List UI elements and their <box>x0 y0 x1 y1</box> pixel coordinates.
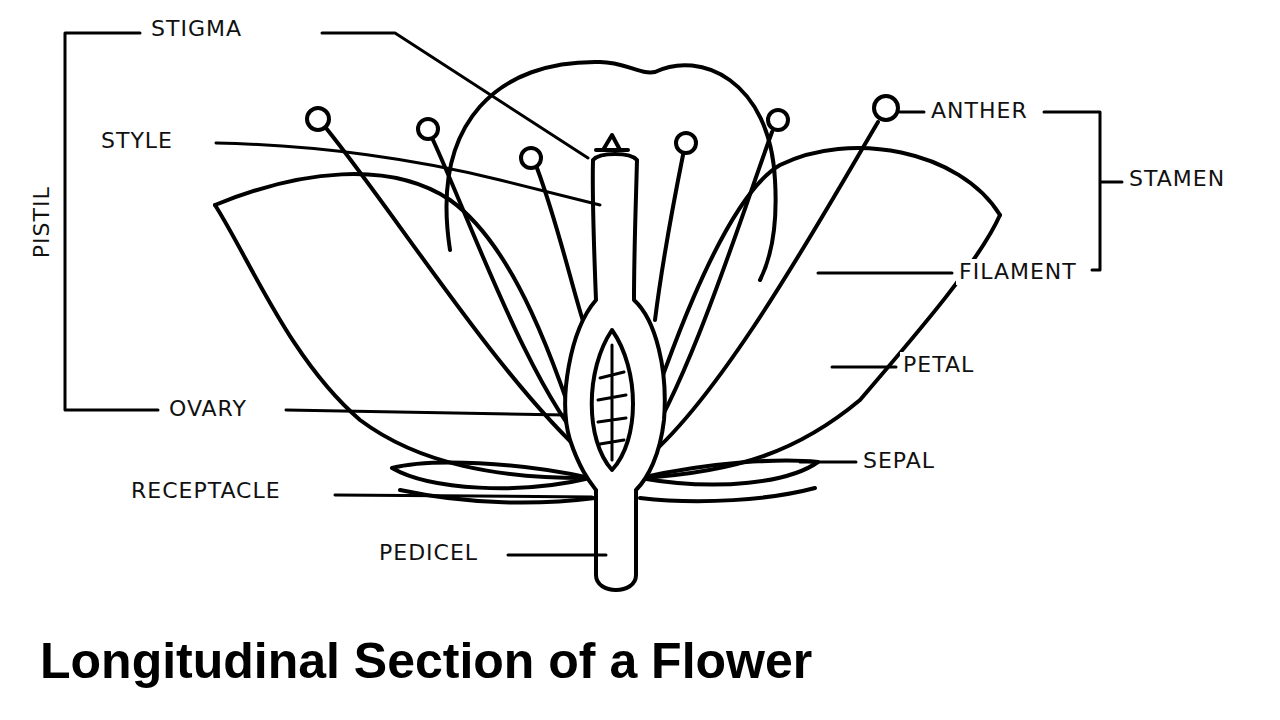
leader-line <box>335 495 592 497</box>
petal-outline <box>630 148 1000 470</box>
part-label: OVARY <box>166 396 250 422</box>
petal-outline <box>215 174 590 470</box>
part-label: ANTHER <box>928 98 1031 124</box>
group-label: PISTIL <box>29 183 55 261</box>
leader-line <box>832 366 896 369</box>
group-label: STAMEN <box>1126 166 1228 192</box>
anther <box>768 110 788 130</box>
part-label: PEDICEL <box>376 540 481 566</box>
part-label: STIGMA <box>148 16 245 42</box>
leader-line <box>286 410 565 415</box>
anther <box>521 148 541 168</box>
leader-line <box>322 33 588 158</box>
stigma-shape <box>596 135 628 150</box>
leader-line <box>508 554 606 557</box>
ovules <box>598 345 626 460</box>
part-label: PETAL <box>900 352 977 378</box>
anther <box>307 108 329 130</box>
filament <box>642 122 878 462</box>
sepal-outline <box>392 463 590 489</box>
part-label: FILAMENT <box>956 259 1080 285</box>
part-label: STYLE <box>98 128 176 154</box>
diagram-title: Longitudinal Section of a Flower <box>40 634 812 689</box>
petal-outline <box>215 205 585 478</box>
part-label: SEPAL <box>860 448 938 474</box>
pistil-outline <box>565 154 664 590</box>
anther <box>874 96 898 120</box>
sepal-outline <box>640 461 818 485</box>
part-label: RECEPTACLE <box>128 478 284 504</box>
anther <box>418 119 438 139</box>
filament <box>655 155 683 320</box>
leader-line <box>216 143 600 205</box>
anther <box>676 133 696 153</box>
leader-line <box>900 111 924 114</box>
leader-line <box>800 461 856 464</box>
bracket <box>65 33 158 410</box>
ovule-chamber <box>592 330 633 470</box>
bracket <box>1044 112 1122 270</box>
leader-line <box>818 272 952 275</box>
